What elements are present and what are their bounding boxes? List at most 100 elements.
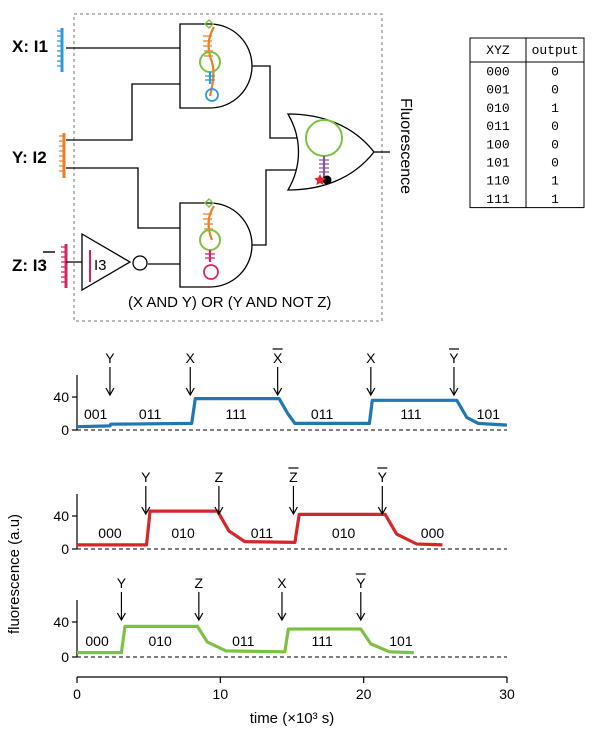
not-gate: I3 [81,232,148,292]
event-arrowhead [288,506,298,516]
event-arrowhead [377,506,387,516]
event-arrowhead [141,506,151,516]
input-z-label: Z: I3 [12,256,47,275]
wire-y-top [66,83,184,141]
truth-table-cell: 010 [486,101,509,116]
truth-table-cell: 1 [551,192,559,207]
input-event-label: Y [356,575,366,591]
state-label: 101 [477,406,501,422]
and-gate-1 [179,19,253,109]
x-tick-label: 10 [213,686,229,702]
plot-panel: 0 40 001 011 111 011 111 101 Y X X X Y [53,348,508,438]
y-tick-label: 0 [61,422,69,438]
truth-table-cell: 1 [551,101,559,116]
truth-table-cell: 101 [486,156,510,171]
state-label: 010 [332,525,356,541]
event-arrowhead [214,506,224,516]
truth-table-header: XYZ [486,43,510,58]
event-arrowhead [194,612,204,622]
state-label: 010 [148,633,172,649]
x-axis: 0 10 20 30 [73,676,515,702]
truth-table-cell: 001 [486,83,510,98]
event-arrowhead [356,612,366,622]
event-arrowhead [273,387,283,397]
input-event-label: X [277,575,287,591]
or-gate [286,113,375,191]
truth-table-cell: 100 [486,137,509,152]
state-label: 111 [225,406,246,422]
truth-table-cell: 111 [486,192,510,207]
strand-y-icon [59,133,66,178]
state-label: 010 [171,525,195,541]
state-label: 011 [311,406,334,422]
input-event-label: Z [215,469,224,485]
and-gate-2 [179,198,253,288]
x-tick-label: 20 [356,686,372,702]
state-label: 111 [311,633,332,649]
input-event-label: Z [195,575,204,591]
fluorophore-star-icon [314,174,326,186]
truth-table-cell: 0 [551,156,559,171]
state-label: 000 [421,525,445,541]
truth-table-cell: 1 [551,174,559,189]
event-arrowhead [277,612,287,622]
event-arrowhead [185,387,195,397]
series-line [77,509,443,547]
y-axis-label: fluorescence (a.u) [6,514,23,634]
wire-y-bottom [66,167,184,229]
state-label: 011 [251,525,274,541]
input-event-label: Y [449,350,459,366]
y-tick-label: 40 [53,389,69,405]
truth-table-cell: 011 [486,119,510,134]
truth-table-cell: 0 [551,83,559,98]
input-event-label: Z [289,469,298,485]
input-event-label: Y [117,575,127,591]
series-line [77,624,414,655]
y-tick-label: 40 [53,614,69,630]
state-label: 000 [98,525,122,541]
logic-expression: (X AND Y) OR (Y AND NOT Z) [128,294,331,311]
output-fluorescence-label: Fluorescence [397,98,414,194]
state-label: 001 [84,406,108,422]
input-event-label: X [366,350,376,366]
truth-table-cell: 0 [551,65,559,80]
input-event-label: Y [378,469,388,485]
input-x-label: X: I1 [12,37,48,56]
x-tick-label: 0 [73,686,81,702]
input-event-label: X [273,350,283,366]
strand-x-icon [57,28,64,72]
logic-circuit: X: I1 Y: I2 Z: I3 [12,13,414,322]
event-arrowhead [105,387,115,397]
input-event-label: Y [105,350,115,366]
truth-table-cell: 0 [551,119,559,134]
state-label: 011 [232,633,255,649]
x-axis-label: time (×10³ s) [250,710,335,727]
input-y-label: Y: I2 [12,148,47,167]
not-gate-strand-label: I3 [94,257,107,274]
event-arrowhead [116,612,126,622]
strand-z-icon [61,244,68,288]
state-label: 000 [85,633,109,649]
wire-and1-out [242,65,302,139]
event-arrowhead [449,387,459,397]
quencher-icon [322,175,332,185]
series-line [76,397,508,429]
wire-and2-out [242,169,302,246]
state-label: 101 [389,633,413,649]
state-label: 011 [139,406,162,422]
input-event-label: Y [141,469,151,485]
truth-table-header: output [532,43,579,58]
event-arrowhead [366,387,376,397]
truth-table-cell: 110 [486,174,509,189]
truth-table-cell: 0 [551,137,559,152]
y-tick-label: 0 [61,649,69,665]
state-label: 111 [400,406,421,422]
input-event-label: X [186,350,196,366]
truth-table-cell: 000 [486,65,509,80]
plot-panel: 0 40 000 010 011 111 101 Y Z X Y [53,573,507,665]
x-tick-label: 30 [499,686,515,702]
